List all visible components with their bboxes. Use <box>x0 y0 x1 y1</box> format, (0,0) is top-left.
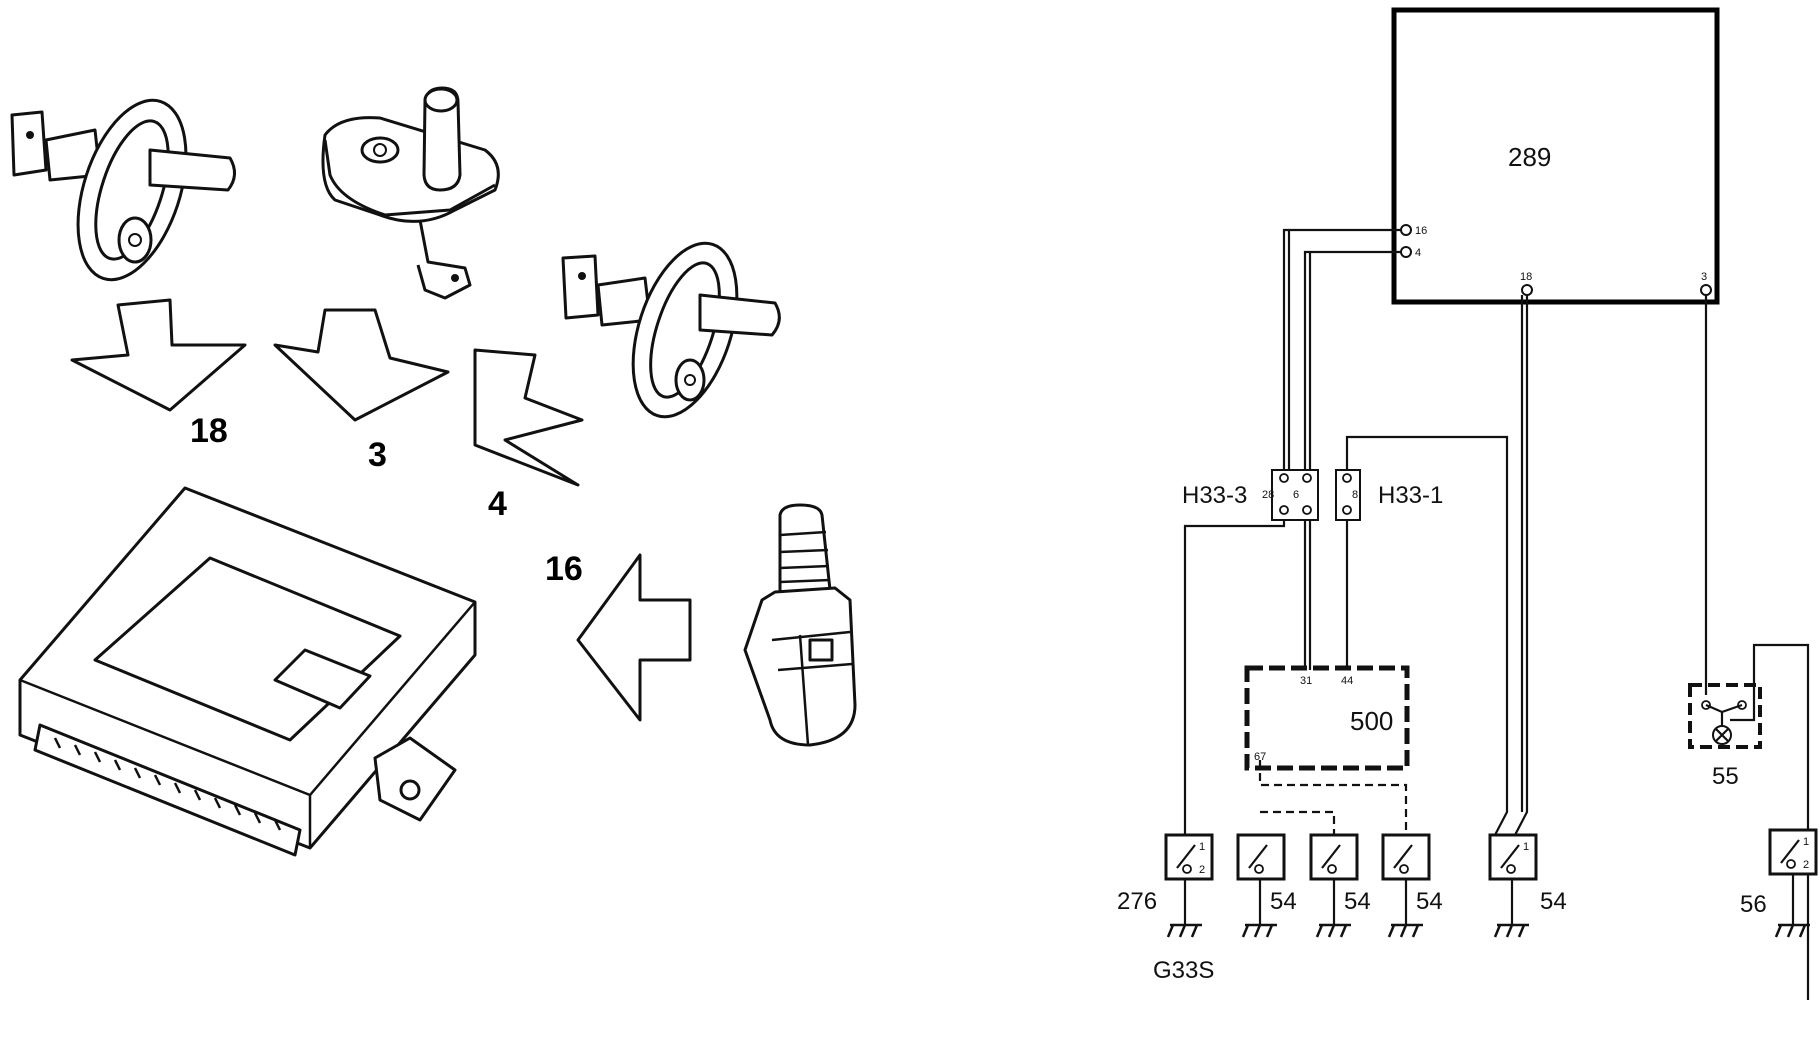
ecu-pin-4-label: 4 <box>1415 247 1421 259</box>
switch-56-pin-1: 1 <box>1803 836 1809 848</box>
ecu-289-box <box>1391 7 1720 305</box>
arrow-label-3: 3 <box>368 436 387 474</box>
switch-56: 1 2 56 <box>1740 828 1818 938</box>
schematic-view: 289 16 4 18 3 <box>1117 7 1818 1000</box>
pictorial-view: 18 3 4 16 <box>10 86 857 857</box>
connector-h33-1-label: H33-1 <box>1378 482 1443 509</box>
switch-54-b-label: 54 <box>1344 888 1371 915</box>
connector-h33-3-label: H33-3 <box>1182 482 1247 509</box>
switch-276: 1 2 276 <box>1117 833 1214 938</box>
ecu-pin-16 <box>1400 224 1412 236</box>
module-pin-44: 44 <box>1341 675 1353 687</box>
module-500: 31 44 67 500 <box>1244 665 1410 771</box>
arrow-3 <box>273 308 450 422</box>
arrow-18 <box>70 298 247 412</box>
ecu-pin-3 <box>1700 284 1712 296</box>
door-switch-right <box>561 241 781 419</box>
switch-54-c: 54 <box>1381 833 1443 938</box>
arrow-16 <box>576 553 692 722</box>
connector-h33-1: 8 H33-1 <box>1335 469 1443 521</box>
arrow-4 <box>473 348 584 487</box>
switch-56-pin-2: 2 <box>1803 859 1809 871</box>
module-pin-31: 31 <box>1300 675 1312 687</box>
h33-1-pin-8: 8 <box>1352 489 1358 501</box>
wires <box>1183 228 1810 1000</box>
arrow-label-4: 4 <box>488 485 507 523</box>
door-switch-middle <box>321 86 500 300</box>
ecu-pin-16-label: 16 <box>1415 225 1427 237</box>
ground-g33s-label: G33S <box>1153 957 1214 984</box>
module-500-label: 500 <box>1350 706 1393 736</box>
ecu-289-label: 289 <box>1508 142 1551 172</box>
switch-276-pin-2: 2 <box>1199 864 1205 876</box>
switch-56-label: 56 <box>1740 891 1767 918</box>
ecu-pin-3-label: 3 <box>1701 271 1707 283</box>
switch-54-b: 54 <box>1309 833 1371 938</box>
ecu-pin-4 <box>1400 246 1412 258</box>
switch-54-a: 54 <box>1236 833 1297 938</box>
switch-54-d-pin-1: 1 <box>1523 841 1529 853</box>
ecu-unit-pictorial <box>18 486 477 857</box>
switch-54-a-label: 54 <box>1270 888 1297 915</box>
switch-54-c-label: 54 <box>1416 888 1443 915</box>
switch-54-d-label: 54 <box>1540 888 1567 915</box>
switch-276-label: 276 <box>1117 888 1157 915</box>
h33-3-pin-28: 28 <box>1262 489 1274 501</box>
connector-h33-3: 28 6 H33-3 <box>1182 469 1319 521</box>
lamp-55-label: 55 <box>1712 763 1739 790</box>
switch-54-d: 1 54 <box>1488 833 1567 938</box>
ecu-pin-18 <box>1521 284 1533 296</box>
ecu-pin-18-label: 18 <box>1520 271 1532 283</box>
door-switch-left <box>10 98 236 282</box>
arrow-label-16: 16 <box>545 550 583 588</box>
switch-276-pin-1: 1 <box>1199 841 1205 853</box>
lamp-55: 55 <box>1688 683 1762 790</box>
h33-3-pin-6: 6 <box>1293 489 1299 501</box>
module-pin-67: 67 <box>1254 751 1266 763</box>
arrow-label-18: 18 <box>190 412 228 450</box>
bonnet-switch <box>743 503 857 747</box>
